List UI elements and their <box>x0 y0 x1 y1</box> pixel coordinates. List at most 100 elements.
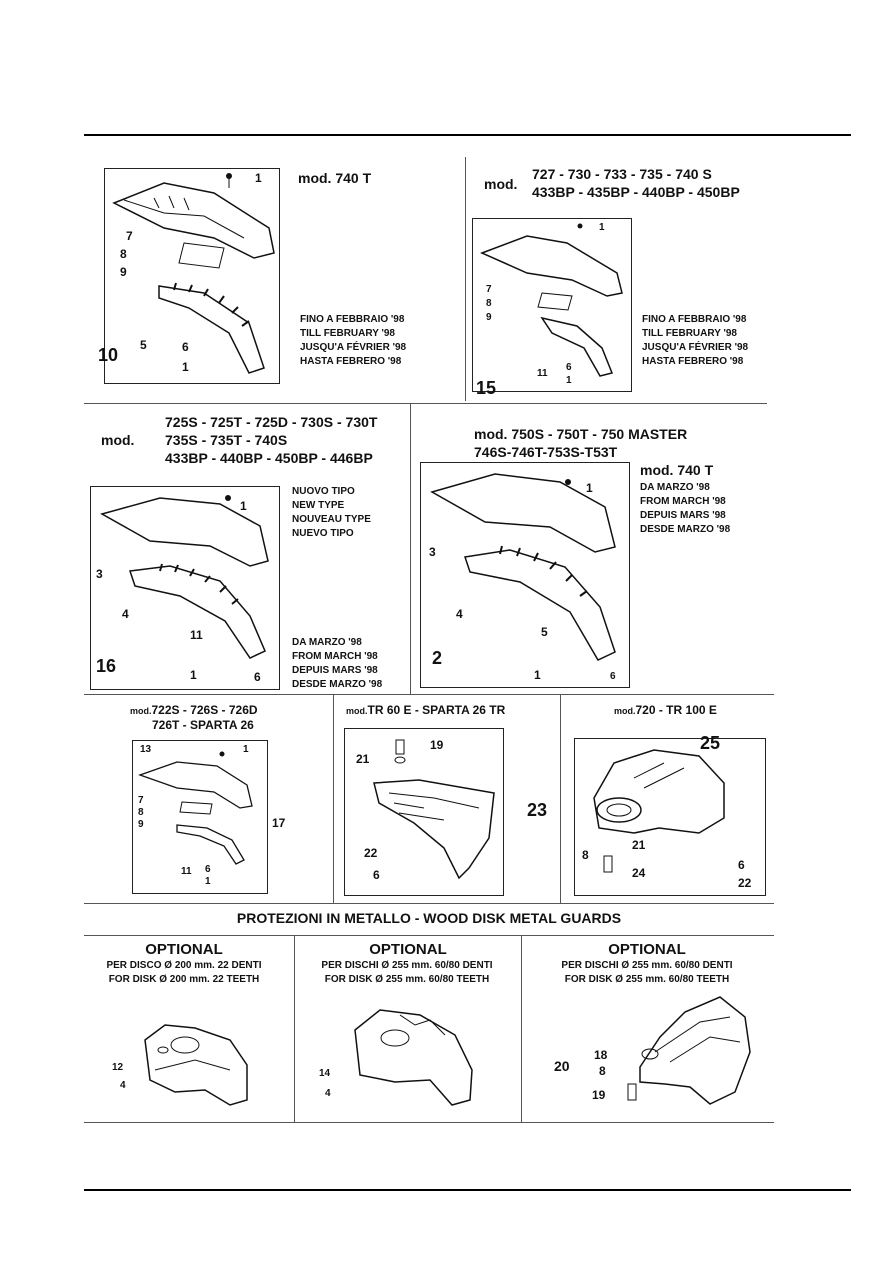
callout: 9 <box>138 819 144 830</box>
model-prefix: mod. <box>484 176 518 192</box>
callout: 25 <box>700 733 721 753</box>
date-notes: FINO A FEBBRAIO '98 TILL FEBRUARY '98 JU… <box>300 314 407 367</box>
callout: 1 <box>190 668 197 682</box>
type-notes: NUOVO TIPO NEW TYPE NOUVEAU TYPE NUEVO T… <box>292 486 371 539</box>
callout: 3 <box>429 545 436 559</box>
guard-diagram <box>100 495 269 659</box>
model-line2: 735S - 735T - 740S <box>165 432 288 448</box>
callout: 3 <box>96 567 103 581</box>
callout: 12 <box>112 1062 124 1073</box>
option-line1: PER DISCO Ø 200 mm. 22 DENTI <box>106 960 262 971</box>
callout: 7 <box>486 284 492 295</box>
guard-diagram <box>354 1009 473 1106</box>
option-title: OPTIONAL <box>608 941 686 958</box>
callout: 4 <box>456 607 463 621</box>
diagram-frame <box>344 728 504 896</box>
callout: 18 <box>594 1048 608 1062</box>
callout: 6 <box>254 670 261 684</box>
option-title: OPTIONAL <box>369 941 447 958</box>
callout: 8 <box>486 298 492 309</box>
callout: 19 <box>592 1088 606 1102</box>
callout: 4 <box>325 1088 331 1099</box>
option-line2: FOR DISK Ø 255 mm. 60/80 TEETH <box>564 974 730 985</box>
callout: 24 <box>632 866 646 880</box>
metal-guards-heading: PROTEZIONI IN METALLO - WOOD DISK METAL … <box>236 910 622 926</box>
guard-diagram <box>373 739 495 880</box>
diagram-frame <box>420 462 630 688</box>
callout: 6 <box>738 858 745 872</box>
model-line1: 725S - 725T - 725D - 730S - 730T <box>165 414 378 430</box>
callout: 1 <box>566 375 572 386</box>
callout: 19 <box>430 738 444 752</box>
guard-diagram <box>430 473 616 661</box>
callout: 1 <box>586 481 593 495</box>
diagram-frame <box>104 168 280 384</box>
model-line3: 433BP - 440BP - 450BP - 446BP <box>165 450 373 466</box>
callout: 22 <box>738 876 752 890</box>
callout: 1 <box>534 668 541 682</box>
divider <box>333 695 334 903</box>
guard-diagram <box>593 749 725 873</box>
callout: 1 <box>182 360 189 374</box>
callout: 22 <box>364 846 378 860</box>
callout: 17 <box>272 816 286 830</box>
callout: 13 <box>140 744 152 755</box>
callout: 20 <box>554 1058 570 1074</box>
callout: 8 <box>599 1064 606 1078</box>
callout: 11 <box>537 368 548 379</box>
callout: 10 <box>98 345 119 365</box>
bottom-rule <box>84 1189 851 1191</box>
callout: 1 <box>205 876 211 887</box>
guard-diagram <box>138 751 253 865</box>
diagram-frame <box>90 486 280 690</box>
model-line1: 727 - 730 - 733 - 735 - 740 S <box>532 166 712 182</box>
callout: 5 <box>541 625 548 639</box>
callout: 11 <box>181 866 192 877</box>
option-line2: FOR DISK Ø 255 mm. 60/80 TEETH <box>324 974 490 985</box>
date-notes: DA MARZO '98 FROM MARCH '98 DEPUIS MARS … <box>292 637 383 690</box>
callout: 9 <box>120 265 127 279</box>
model-line1: mod. 750S - 750T - 750 MASTER <box>474 426 688 442</box>
divider <box>294 936 295 1122</box>
callout: 8 <box>582 848 589 862</box>
callout: 4 <box>120 1080 126 1091</box>
callout: 21 <box>356 752 370 766</box>
model-label: mod. 740 T <box>298 170 372 186</box>
callout: 9 <box>486 312 492 323</box>
callout: 7 <box>138 795 144 806</box>
callout: 2 <box>432 648 443 668</box>
guard-diagram <box>480 223 623 377</box>
diagram-frame <box>132 740 268 894</box>
divider <box>84 903 774 904</box>
callout: 7 <box>126 229 133 243</box>
model-line2: 433BP - 435BP - 440BP - 450BP <box>532 184 740 200</box>
diagram-frame <box>574 738 766 896</box>
divider <box>560 695 561 903</box>
top-rule <box>84 134 851 136</box>
callout: 6 <box>566 362 572 373</box>
callout: 4 <box>122 607 129 621</box>
model-line2: 726T - SPARTA 26 <box>152 718 254 732</box>
callout: 23 <box>527 800 548 820</box>
date-notes: FINO A FEBBRAIO '98 TILL FEBRUARY '98 JU… <box>642 314 749 367</box>
guard-diagram <box>144 1024 248 1106</box>
callout: 6 <box>373 868 380 882</box>
callout: 1 <box>599 222 605 233</box>
model-line3: mod. 740 T <box>640 462 714 478</box>
callout: 6 <box>205 864 211 875</box>
callout: 1 <box>240 499 247 513</box>
model-prefix: mod. <box>101 432 135 448</box>
callout: 11 <box>190 628 203 642</box>
model-line2: 746S-746T-753S-T53T <box>474 444 618 460</box>
option-title: OPTIONAL <box>145 941 223 958</box>
divider <box>410 404 411 694</box>
callout: 1 <box>255 171 262 185</box>
callout: 21 <box>632 838 646 852</box>
callout: 5 <box>140 338 147 352</box>
divider <box>465 157 466 401</box>
divider <box>84 935 774 936</box>
guard-diagram <box>627 996 751 1105</box>
divider <box>84 694 774 695</box>
divider <box>84 403 767 404</box>
date-notes: DA MARZO '98 FROM MARCH '98 DEPUIS MARS … <box>640 482 731 535</box>
